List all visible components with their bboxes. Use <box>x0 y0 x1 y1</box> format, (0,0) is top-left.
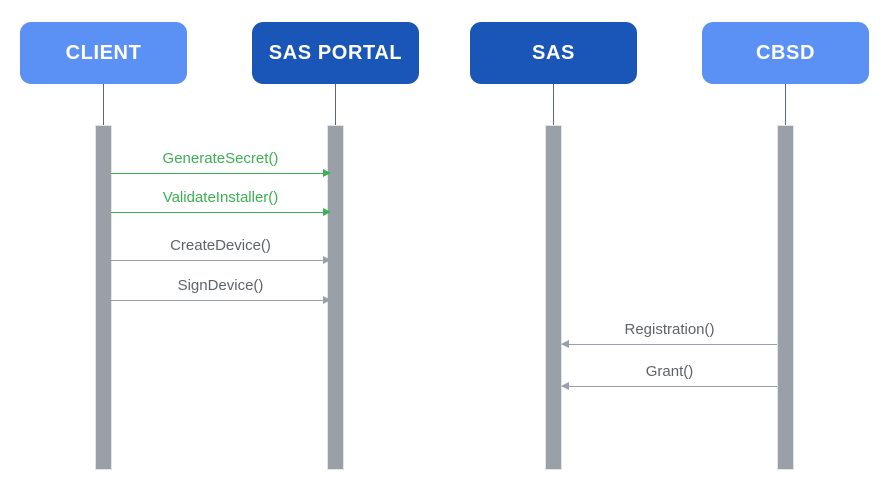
message-label-grant: Grant() <box>645 362 694 380</box>
arrowhead-icon-grant <box>561 382 569 390</box>
participant-box-sas[interactable]: SAS <box>470 22 637 84</box>
arrowhead-icon-registration <box>561 340 569 348</box>
lifeline-sas <box>553 84 554 125</box>
message-line-validate-installer <box>111 212 330 214</box>
message-line-create-device <box>111 260 330 262</box>
arrowhead-icon-generate-secret <box>323 169 331 177</box>
participant-label-sas-portal: SAS PORTAL <box>268 42 403 64</box>
message-line-generate-secret <box>111 173 330 175</box>
arrowhead-icon-create-device <box>323 256 331 264</box>
message-label-registration: Registration() <box>624 320 715 338</box>
message-line-sign-device <box>111 300 330 302</box>
participant-label-client: CLIENT <box>65 42 142 64</box>
participant-label-cbsd: CBSD <box>755 42 816 64</box>
message-line-registration <box>562 344 777 346</box>
message-label-generate-secret: GenerateSecret() <box>162 149 279 167</box>
lifeline-client <box>103 84 104 125</box>
message-label-sign-device: SignDevice() <box>177 276 264 294</box>
participant-box-sas-portal[interactable]: SAS PORTAL <box>252 22 419 84</box>
activation-bar-sas <box>545 125 562 470</box>
participant-box-client[interactable]: CLIENT <box>20 22 187 84</box>
message-line-grant <box>562 386 777 388</box>
arrowhead-icon-sign-device <box>323 296 331 304</box>
participant-label-sas: SAS <box>532 42 575 64</box>
arrowhead-icon-validate-installer <box>323 208 331 216</box>
participant-box-cbsd[interactable]: CBSD <box>702 22 869 84</box>
message-label-create-device: CreateDevice() <box>170 236 271 254</box>
activation-bar-cbsd <box>777 125 794 470</box>
message-label-validate-installer: ValidateInstaller() <box>162 188 279 206</box>
activation-bar-client <box>95 125 112 470</box>
lifeline-sas-portal <box>335 84 336 125</box>
lifeline-cbsd <box>785 84 786 125</box>
